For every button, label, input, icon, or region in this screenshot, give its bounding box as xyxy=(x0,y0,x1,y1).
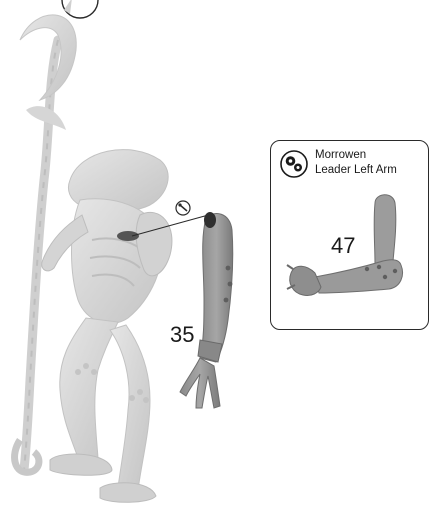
glue-spot xyxy=(117,231,139,241)
part-35-arm xyxy=(180,212,233,408)
callout-box: Morrowen Leader Left Arm 47 xyxy=(270,140,429,330)
glue-dot-icon xyxy=(176,201,190,215)
part-47-arm xyxy=(271,141,430,331)
part-number-35: 35 xyxy=(170,322,194,348)
miniature-body xyxy=(42,150,172,503)
